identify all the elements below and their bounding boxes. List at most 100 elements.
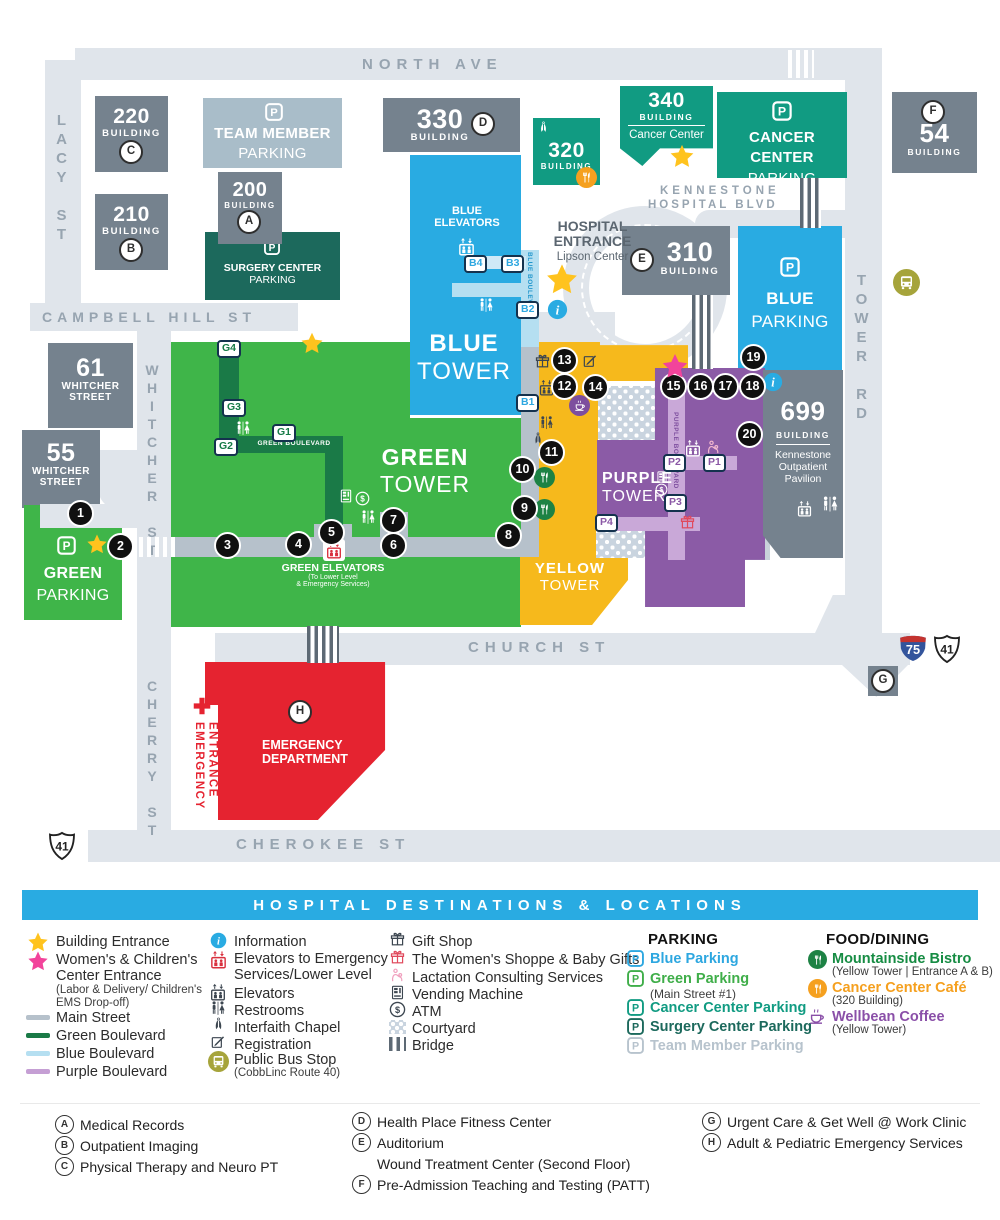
footnote-letter-h: H: [702, 1133, 721, 1152]
legend-atm-icon: [389, 1001, 406, 1018]
road-label-lacy-st: LACY ST: [53, 112, 70, 245]
stop-g1: G1: [272, 424, 297, 442]
legend-gift: Gift Shop: [412, 934, 473, 950]
legend-chapel: Interfaith Chapel: [234, 1020, 341, 1036]
road-label-church-st: CHURCH ST: [468, 639, 611, 656]
building-699: 699 BUILDING Kennestone Outpatient Pavil…: [763, 370, 843, 558]
marker-17: 17: [712, 373, 739, 400]
letter-c-220: C: [119, 140, 143, 164]
blue-boulevard-vertical: [521, 250, 539, 347]
green-elevators-label: GREEN ELEVATORS (To Lower Level & Emerge…: [281, 562, 385, 588]
cancer-center-parking: CANCER CENTER PARKING: [717, 92, 847, 187]
chapel-icon-320: [536, 121, 551, 136]
parking-icon-cancer: [771, 100, 793, 122]
legend-bistro-icon: [808, 950, 827, 969]
restrooms-icon-yellow: [538, 415, 555, 432]
legend-green-parking: Green Parking: [650, 971, 750, 987]
emergency-entrance-label: EMERGENCY ENTRANCE: [192, 722, 219, 810]
marker-9: 9: [511, 495, 538, 522]
blue-boulevard-horizontal: [452, 283, 539, 297]
footnote-letter-g: G: [702, 1112, 721, 1131]
purple-elevators-icon: [684, 439, 702, 457]
cancer-center-cafe-icon: [576, 167, 597, 188]
legend-restrooms: Restrooms: [234, 1003, 305, 1019]
mountainside-bistro-icon-1: [534, 467, 555, 488]
road-label-kennestone-2: HOSPITAL BLVD: [648, 199, 778, 211]
marker-6: 6: [380, 532, 407, 559]
marker-11: 11: [538, 439, 565, 466]
building-entrance-star-340: [669, 143, 695, 169]
699-restrooms-icon: [820, 495, 840, 515]
mountainside-bistro-icon-2: [534, 499, 555, 520]
legend-information-icon: [210, 932, 227, 949]
green-boulevard-v1: [219, 342, 239, 452]
699-elevators-icon: [796, 500, 813, 517]
legend-bridge-swatch: [389, 1037, 406, 1051]
blue-boulevard-text: BLUE BOULEVARD: [526, 252, 533, 320]
letter-e-310: E: [630, 248, 654, 272]
road-label-north-ave: NORTH AVE: [362, 56, 503, 73]
road-whitcher-cherry: [137, 318, 171, 862]
legend-lactation: Lactation Consulting Services: [412, 970, 604, 986]
letter-g: G: [871, 669, 895, 693]
yellow-tower-title: YELLOW TOWER: [534, 560, 606, 594]
courtyard-b: [596, 531, 646, 558]
stop-g2: G2: [214, 438, 239, 456]
blue-elevators-icon: [457, 237, 476, 256]
building-340-cancer-center: 340 BUILDING Cancer Center: [620, 86, 713, 166]
main-street-band: [171, 537, 539, 557]
legend-elev-emergency-icon: [209, 950, 228, 969]
road-label-tower-rd: TOWER RD: [853, 272, 870, 424]
letter-h-emergency: H: [288, 700, 312, 724]
legend-wc-sub2: EMS Drop-off): [56, 997, 130, 1009]
emergency-department-label: EMERGENCY DEPARTMENT: [262, 738, 348, 766]
legend-courtyard: Courtyard: [412, 1021, 476, 1037]
legend-vending-icon: [389, 984, 406, 1001]
legend-wellbean-sub: (Yellow Tower): [832, 1024, 907, 1036]
green-restrooms-icon-main: [359, 509, 377, 527]
information-icon-699: [763, 372, 783, 392]
information-icon-entrance: [547, 299, 568, 320]
marker-20: 20: [736, 421, 763, 448]
stop-b1: B1: [516, 394, 540, 412]
legend-elevators-icon: [209, 983, 227, 1001]
building-61-whitcher: 61 WHITCHER STREET: [48, 343, 133, 428]
bridge-cancer-to-blue-parking: [800, 178, 821, 228]
legend-green-blvd-swatch: [26, 1033, 50, 1038]
legend-blue-blvd: Blue Boulevard: [56, 1046, 155, 1062]
road-north-ave: [75, 48, 855, 80]
green-tower-title: GREEN TOWER: [379, 444, 471, 497]
stop-p2: P2: [663, 454, 686, 472]
marker-19: 19: [740, 344, 767, 371]
road-label-cherokee-st: CHEROKEE ST: [236, 836, 411, 853]
purple-vending-icon: [655, 470, 669, 484]
road-tower-church-flare: [800, 595, 882, 665]
purple-p4-strip: [596, 517, 700, 531]
marker-12: 12: [551, 373, 578, 400]
legend-vending: Vending Machine: [412, 987, 524, 1003]
stop-p3: P3: [664, 494, 687, 512]
green-vending-icon: [338, 488, 354, 504]
legend-cafe-icon: [808, 979, 827, 998]
legend-lactation-icon: [389, 967, 406, 984]
marker-16: 16: [687, 373, 714, 400]
marker-4: 4: [285, 531, 312, 558]
us-41-shield-west: [46, 830, 78, 862]
marker-1: 1: [67, 500, 94, 527]
wellbean-coffee-icon-map: [569, 395, 590, 416]
footnote-b: Outpatient Imaging: [80, 1138, 199, 1154]
legend-cafe-sub: (320 Building): [832, 995, 903, 1007]
legend-shoppe-icon: [389, 949, 406, 966]
legend-elev-emergency-1: Elevators to Emergency: [234, 951, 388, 967]
road-whitcher-elbow: [98, 450, 138, 510]
public-bus-stop-icon: [893, 269, 920, 296]
emergency-cross-icon: [191, 695, 213, 717]
legend-bistro: Mountainside Bistro: [832, 951, 972, 967]
road-cherokee-st: [88, 830, 1000, 862]
courtyard-a: [598, 386, 655, 440]
stop-g3: G3: [222, 399, 247, 417]
marker-2: 2: [107, 533, 134, 560]
stop-b2: B2: [516, 301, 540, 319]
hospital-entrance-label: HOSPITAL ENTRANCE Lipson Center: [553, 218, 632, 263]
legend-restrooms-icon: [209, 1000, 227, 1018]
